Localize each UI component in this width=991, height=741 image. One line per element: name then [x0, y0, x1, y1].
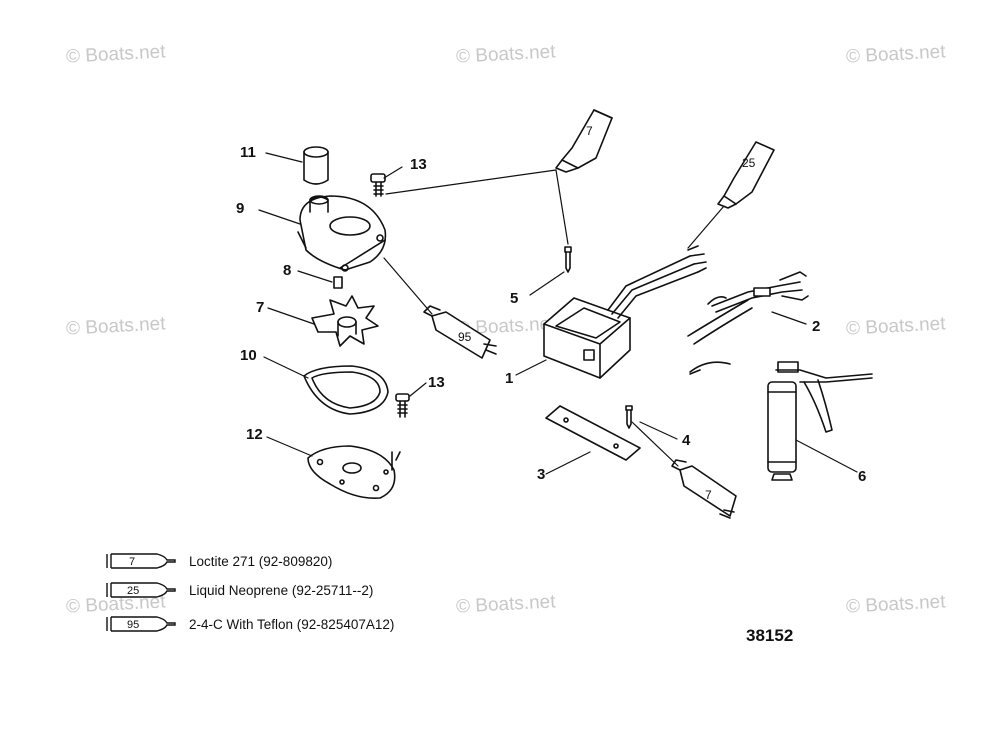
drawing-number: 38152	[746, 626, 794, 645]
legend-code-7: 7	[129, 556, 135, 568]
tube-label-7-bottom: 7	[705, 488, 712, 502]
callout-13-lower: 13	[428, 374, 445, 391]
tube-label-95-mid: 95	[458, 330, 472, 344]
part-7-impeller	[311, 295, 379, 347]
callout-9: 9	[236, 200, 245, 217]
tube-icon: 95	[105, 613, 177, 635]
callout-10: 10	[240, 347, 257, 364]
part-10-gasket	[303, 365, 389, 415]
legend-text-teflon: 2-4-C With Teflon (92-825407A12)	[189, 616, 395, 632]
part-1-switch-box	[543, 245, 707, 379]
callout-8: 8	[283, 262, 292, 279]
callout-6: 6	[858, 468, 867, 485]
part-12-plate	[307, 445, 401, 500]
callout-12: 12	[246, 426, 263, 443]
callout-13-upper: 13	[410, 156, 427, 173]
callout-2: 2	[812, 318, 821, 335]
part-6-grease-gun	[767, 361, 873, 481]
legend-text-neoprene: Liquid Neoprene (92-25711--2)	[189, 582, 374, 598]
tube-loctite-top	[555, 109, 613, 173]
callout-4: 4	[682, 432, 691, 449]
legend-item-neoprene: 25 Liquid Neoprene (92-25711--2)	[105, 578, 373, 602]
part-5-screw	[564, 246, 572, 273]
leader-lines	[258, 152, 858, 475]
part-2-wiring-harness	[687, 271, 809, 375]
legend-item-teflon: 95 2-4-C With Teflon (92-825407A12)	[105, 612, 394, 636]
tube-loctite-bottom	[671, 459, 737, 519]
part-4-screw	[625, 405, 633, 429]
legend-item-loctite: 7 Loctite 271 (92-809820)	[105, 549, 332, 573]
legend-code-25: 25	[127, 585, 139, 597]
legend-text-loctite: Loctite 271 (92-809820)	[189, 553, 333, 569]
callout-1: 1	[505, 370, 514, 387]
tube-icon: 7	[105, 550, 177, 572]
tube-neoprene-top	[717, 141, 775, 209]
part-13-bolt-upper	[370, 173, 386, 197]
part-13-bolt-lower	[395, 393, 410, 418]
callout-7: 7	[256, 299, 265, 316]
part-3-bracket	[545, 405, 641, 461]
tube-teflon-mid	[423, 305, 497, 359]
legend-code-95: 95	[127, 619, 139, 631]
callout-3: 3	[537, 466, 546, 483]
tube-label-25-top: 25	[742, 156, 756, 170]
part-9-pump-housing	[297, 195, 387, 272]
tube-icon: 25	[105, 579, 177, 601]
tube-label-7-top: 7	[586, 124, 593, 138]
part-8-key	[333, 276, 343, 289]
part-11-sleeve	[303, 146, 329, 185]
callout-11: 11	[240, 144, 256, 161]
callout-5: 5	[510, 290, 519, 307]
